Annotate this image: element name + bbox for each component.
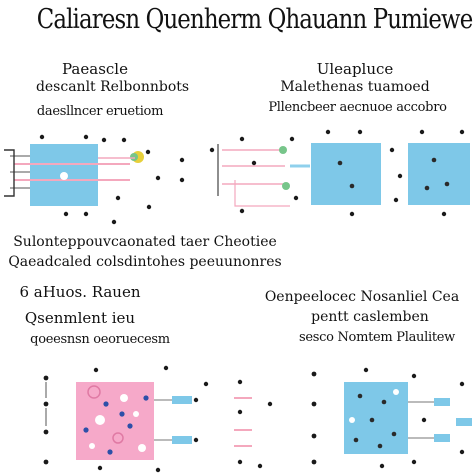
page-title: Caliaresn Quenherm Qhauann Pumiewe (36, 4, 473, 35)
top-right-blue-box-2 (408, 143, 470, 205)
top-middle-green-dot-1 (279, 146, 287, 154)
top-right-heading: Uleapluce (316, 60, 394, 78)
bottom-left-heading: 6 aHuos. Rauen (19, 283, 141, 301)
top-left-center-dot (60, 172, 68, 180)
top-left-caption: daesllncer eruetiom (36, 104, 164, 119)
bottom-right-caption: sesco Nomtem Plaulitew (299, 330, 455, 345)
top-left-circuit (4, 134, 161, 225)
bottom-right-heading: Oenpeelocec Nosanliel Cea (264, 289, 460, 305)
top-left-green-dot (130, 153, 138, 161)
top-left-heading: Paeascle (62, 60, 128, 78)
top-left-subheading: descanlt Relbonnbots (35, 79, 190, 95)
bottom-left-circuit (43, 365, 273, 473)
bottom-right-subheading: pentt caslemben (311, 309, 429, 325)
bottom-left-subheading: Qsenmlent ieu (24, 309, 136, 327)
bottom-left-caption: qoeesnsn oeoruecesm (30, 332, 170, 347)
top-right-blue-box-1 (311, 143, 381, 205)
middle-caption-1: Sulonteppouvcaonated taer Cheotiee (13, 234, 277, 250)
middle-caption-2: Qaeadcaled colsdintohes peeuunonres (8, 254, 282, 270)
bottom-right-circuit (311, 367, 472, 469)
top-right-caption: Pllencbeer aecnuoe accobro (268, 100, 447, 115)
top-right-subheading: Malethenas tuamoed (280, 79, 430, 95)
top-right-circuit (311, 129, 470, 217)
top-middle-wiring (179, 136, 310, 214)
top-middle-green-dot-2 (282, 182, 290, 190)
